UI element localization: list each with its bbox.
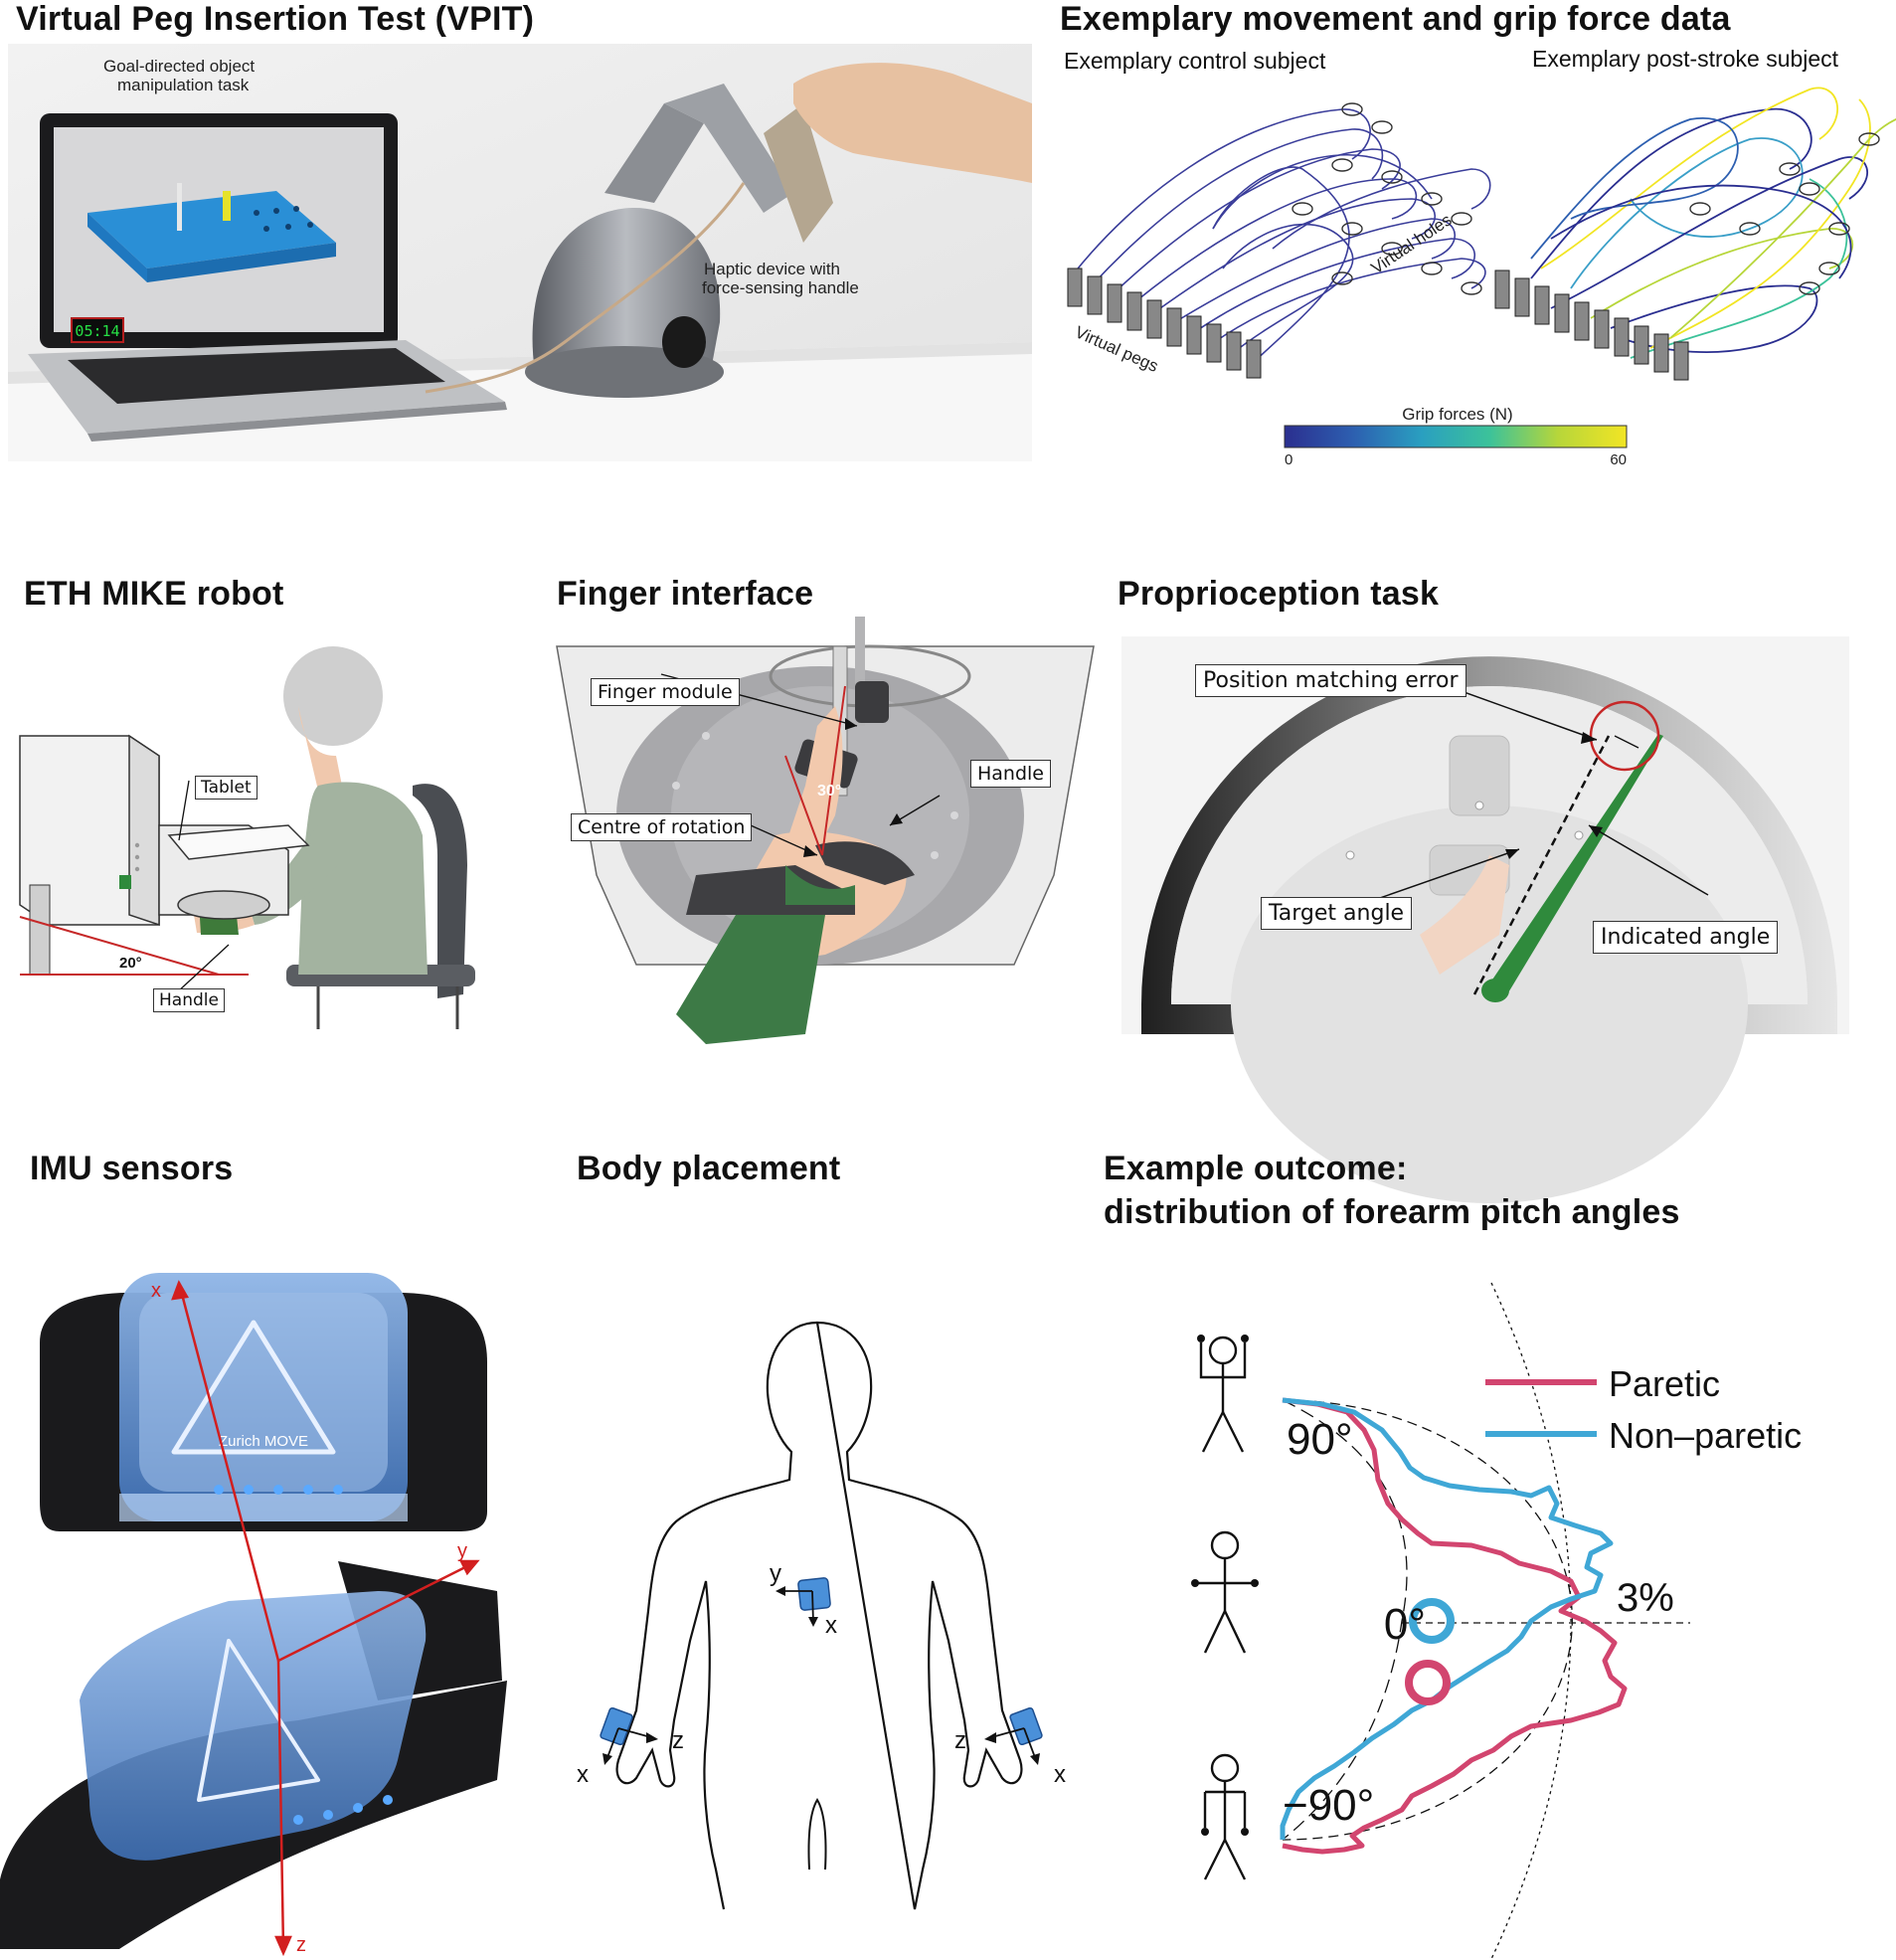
left-wrist-sensor: [600, 1706, 633, 1746]
paretic-curve: [1282, 1397, 1628, 1855]
imu-axis-y: y: [457, 1540, 467, 1562]
paretic-mean: [1405, 1660, 1451, 1705]
control-subject-label: Exemplary control subject: [1064, 48, 1326, 74]
left-axis-x: x: [577, 1761, 589, 1788]
waist-sensor: [797, 1577, 831, 1611]
proprio-illustration: [1121, 636, 1849, 1203]
control-trajectories: [1073, 108, 1491, 364]
proprio-title: Proprioception task: [1118, 575, 1440, 613]
waist-axis-y: y: [770, 1560, 781, 1587]
vpit-photo: 05:14 Goal-directed object manipulation …: [8, 44, 1032, 461]
mike-angle-label: 20°: [119, 955, 142, 972]
left-axis-z: z: [672, 1727, 684, 1754]
outcome-title-2: distribution of forearm pitch angles: [1104, 1193, 1680, 1231]
proprio-target-label: Target angle: [1261, 897, 1413, 930]
proprio-indicated-label: Indicated angle: [1593, 921, 1779, 954]
finger-centre-label: Centre of rotation: [571, 813, 753, 841]
stroke-subject-label: Exemplary post-stroke subject: [1532, 46, 1839, 72]
waist-axis-x: x: [825, 1612, 837, 1639]
outcome-legend: Paretic Non–paretic: [1485, 1363, 1802, 1456]
figure-arms-down: [1203, 1753, 1247, 1880]
haptic-device: [425, 84, 833, 398]
vpit-task-label-2: manipulation task: [117, 76, 250, 94]
vpit-device-label-2: force-sensing handle: [702, 278, 859, 297]
vpit-device-label-1: Haptic device with: [704, 260, 840, 278]
mike-title: ETH MIKE robot: [24, 575, 284, 613]
movement-plot: Virtual pegs Virtual holes Grip forces (…: [1067, 87, 1896, 468]
colorbar-title: Grip forces (N): [1402, 405, 1512, 424]
figure-arms-up: [1199, 1336, 1247, 1453]
laptop: 05:14: [28, 113, 507, 442]
mike-handle-label: Handle: [153, 988, 225, 1012]
colorbar: [1284, 425, 1628, 448]
control-pegs: [1067, 267, 1262, 379]
vpit-title: Virtual Peg Insertion Test (VPIT): [16, 0, 535, 38]
outcome-title-1: Example outcome:: [1104, 1150, 1408, 1187]
right-axis-z: z: [954, 1727, 966, 1754]
figure-arms-side: [1195, 1530, 1255, 1654]
body-outline: [615, 1321, 1023, 1910]
non-paretic-curve: [1280, 1397, 1614, 1840]
imu-axis-x: x: [151, 1280, 161, 1302]
colorbar-max: 60: [1610, 451, 1627, 468]
label-90: 90°: [1287, 1415, 1353, 1464]
finger-illustration: 30°: [556, 617, 1095, 1044]
non-paretic-mean: [1409, 1598, 1455, 1644]
imu-axes: [171, 1280, 480, 1957]
finger-handle-label: Handle: [970, 760, 1052, 788]
imu-illustration: Zurich MOVE x y z: [0, 1273, 507, 1957]
stroke-pegs: [1494, 269, 1689, 381]
finger-angle-label: 30°: [817, 783, 841, 800]
colorbar-min: 0: [1285, 451, 1293, 468]
outcome-plot: 90° 0° −90° 3% Paretic Non–paretic: [1191, 1282, 1802, 1960]
body-title: Body placement: [577, 1150, 841, 1187]
legend-paretic: Paretic: [1609, 1363, 1720, 1404]
mike-tablet-label: Tablet: [195, 776, 258, 800]
imu-sensor-top: Zurich MOVE: [40, 1273, 487, 1531]
legend-non-paretic: Non–paretic: [1609, 1415, 1802, 1456]
label-m90: −90°: [1283, 1781, 1374, 1830]
body-illustration: y x x z x z: [577, 1321, 1066, 1910]
stroke-holes: [1689, 132, 1880, 295]
right-wrist-sensor: [1009, 1706, 1043, 1746]
finger-title: Finger interface: [557, 575, 814, 613]
control-holes: [1292, 102, 1482, 295]
mike-illustration: 20°: [19, 646, 475, 1029]
proprio-error-label: Position matching error: [1195, 664, 1466, 697]
vpit-task-label-1: Goal-directed object: [103, 57, 255, 76]
finger-module-label: Finger module: [591, 678, 740, 706]
label-3pct: 3%: [1617, 1576, 1674, 1620]
right-axis-x: x: [1054, 1761, 1066, 1788]
imu-brand: Zurich MOVE: [219, 1433, 308, 1450]
movement-title: Exemplary movement and grip force data: [1060, 0, 1731, 38]
imu-title: IMU sensors: [30, 1150, 234, 1187]
vpit-timer: 05:14: [75, 322, 119, 340]
label-0: 0°: [1384, 1600, 1426, 1649]
imu-sensor-bottom: [0, 1561, 507, 1949]
imu-axis-z: z: [296, 1934, 306, 1956]
